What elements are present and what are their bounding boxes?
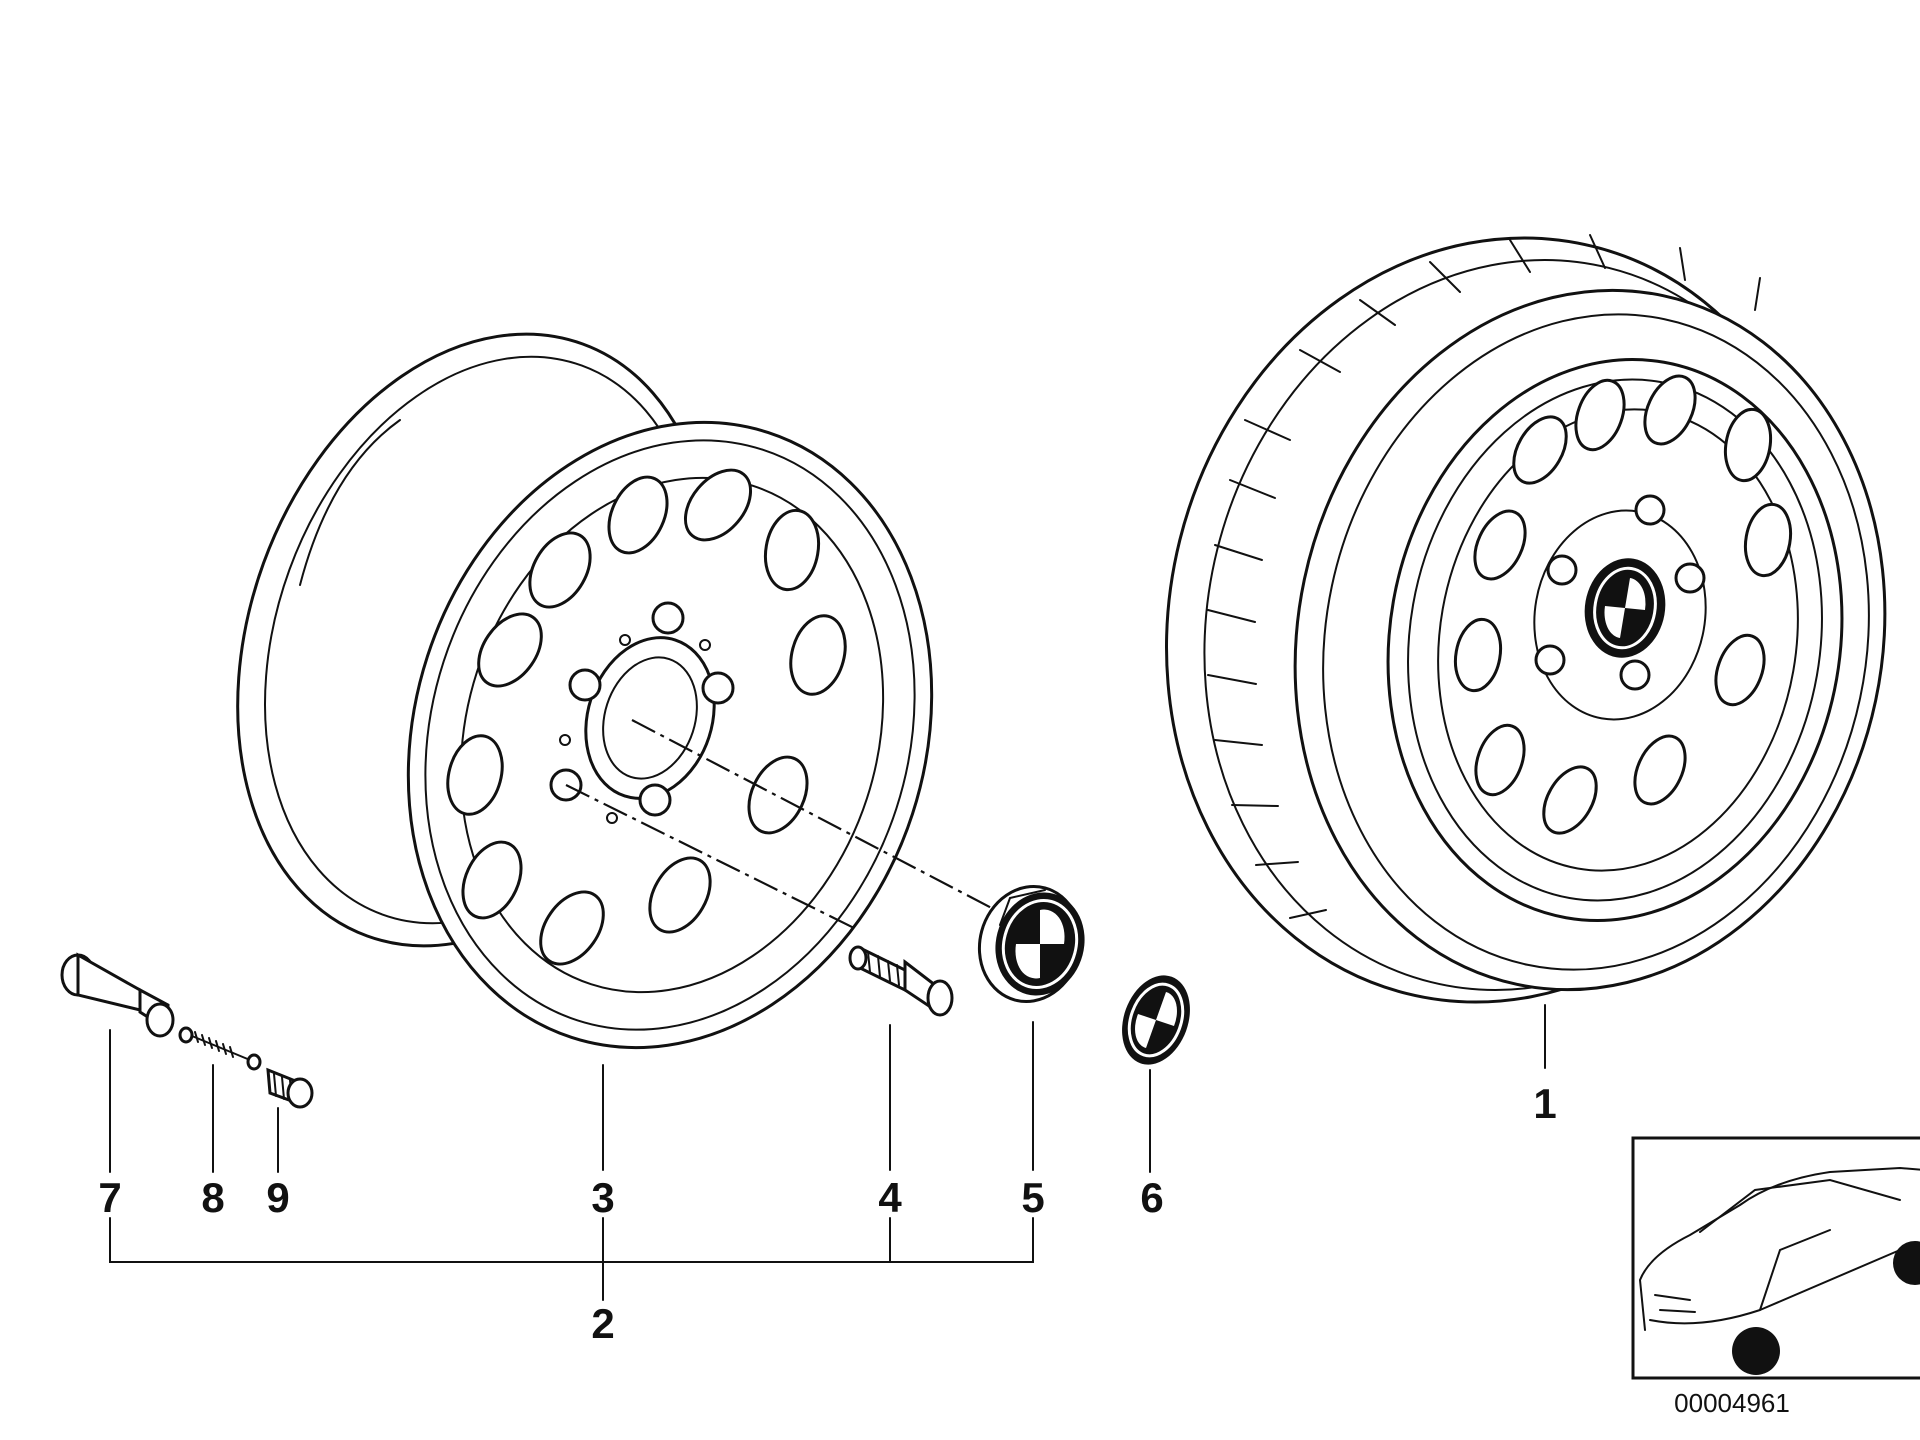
callout-7: 7 [98,1174,121,1221]
rim-part-3 [236,332,934,1050]
assembly-line-cap [631,719,1006,916]
leader-lines [109,1004,1546,1301]
wheel-bolt-part-4 [848,945,954,1017]
callout-1: 1 [1533,1080,1556,1127]
callout-6: 6 [1140,1174,1163,1221]
callout-4: 4 [878,1174,902,1221]
valve-stem-part-7 [60,952,175,1038]
diagram-reference-number: 00004961 [1674,1388,1790,1418]
callout-8: 8 [201,1174,224,1221]
vehicle-location-inset [1631,1136,1920,1380]
hub-cap-part-5 [977,885,1085,1003]
callout-3: 3 [591,1174,614,1221]
callout-9: 9 [266,1174,289,1221]
callout-2: 2 [591,1300,614,1347]
emblem-part-6 [1122,975,1190,1065]
valve-cap-part-9 [266,1067,314,1109]
complete-wheel-part-1 [1165,234,1887,1004]
valve-core-part-8 [178,1026,262,1071]
callout-5: 5 [1021,1174,1044,1221]
assembly-line-bolt [565,784,859,931]
